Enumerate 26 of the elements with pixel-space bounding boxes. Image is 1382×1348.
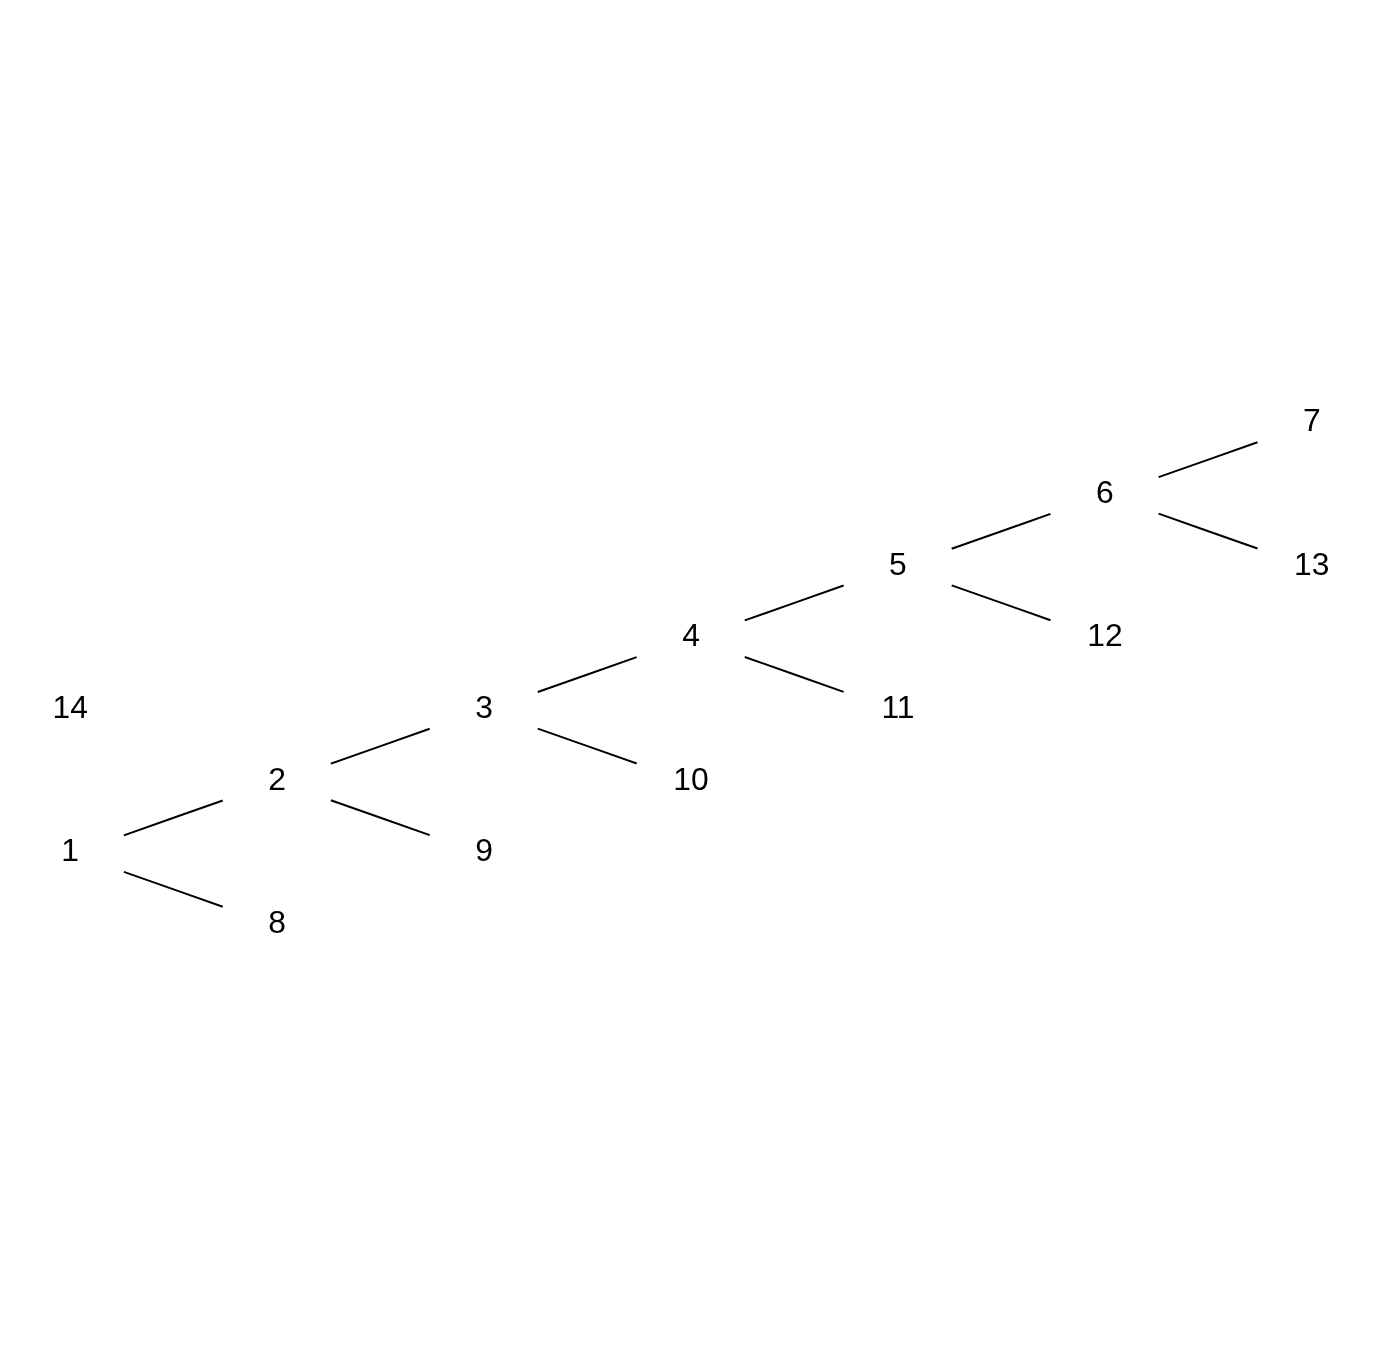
connector bbox=[536, 655, 638, 693]
connector bbox=[536, 727, 638, 764]
node-text: 11 bbox=[881, 688, 915, 725]
connector bbox=[1157, 440, 1259, 478]
connector bbox=[122, 798, 224, 836]
node-text: 3 bbox=[475, 688, 493, 725]
node-text: 12 bbox=[1087, 616, 1123, 653]
node-text: 7 bbox=[1302, 401, 1321, 438]
connector bbox=[1157, 512, 1259, 550]
node-text: 9 bbox=[475, 831, 493, 868]
connector bbox=[950, 512, 1052, 550]
node-text: 10 bbox=[673, 760, 709, 797]
node-text: 4 bbox=[682, 616, 700, 653]
connector bbox=[329, 798, 431, 836]
connector bbox=[743, 584, 845, 621]
node-text: 14 bbox=[52, 688, 88, 725]
node-text: 13 bbox=[1294, 545, 1330, 582]
node-text: 1 bbox=[61, 831, 80, 868]
connector bbox=[329, 727, 431, 765]
connector bbox=[950, 583, 1052, 621]
node-text: 2 bbox=[268, 760, 286, 797]
node-text: 8 bbox=[268, 903, 286, 940]
node-text: 5 bbox=[889, 545, 907, 582]
connector bbox=[743, 655, 845, 693]
connector bbox=[122, 870, 224, 908]
node-text: 6 bbox=[1096, 473, 1114, 510]
